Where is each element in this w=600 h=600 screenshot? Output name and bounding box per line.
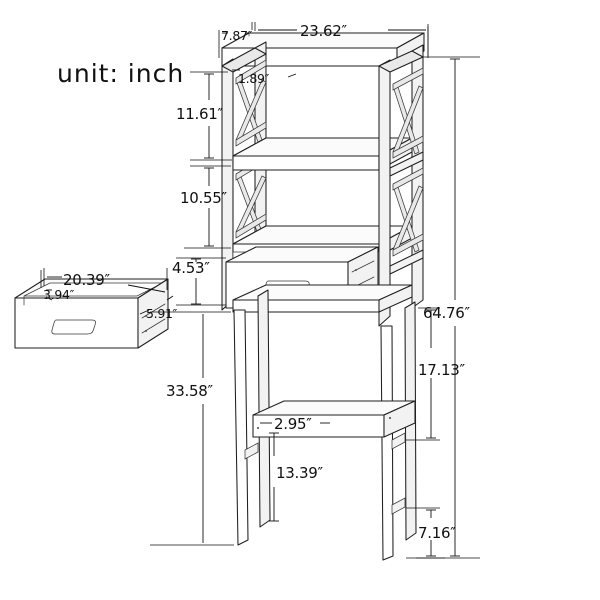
dim-label-brace-to-floor: 13.39″ bbox=[276, 464, 323, 482]
dim-label-drawer-inner-depth: 3.94″ bbox=[43, 287, 75, 302]
dim-label-middle-gap: 10.55″ bbox=[180, 189, 227, 207]
dim-right-upper-span: 17.13″ bbox=[406, 307, 466, 441]
drawer-detail-isometric bbox=[14, 278, 169, 349]
dim-top-thickness: 1.89″ bbox=[232, 69, 297, 86]
dim-brace-width: 2.95″ bbox=[260, 415, 330, 433]
dim-label-overall-height: 64.76″ bbox=[423, 304, 470, 322]
dim-middle-gap: 10.55″ bbox=[180, 165, 231, 249]
dim-label-right-lower-span: 7.16″ bbox=[418, 524, 456, 542]
dim-label-drawer-length: 20.39″ bbox=[63, 271, 110, 289]
dim-label-drawer-outer-depth: 5.91″ bbox=[146, 306, 178, 321]
dim-label-top-thickness: 1.89″ bbox=[238, 71, 270, 86]
x-brace-lower-right bbox=[392, 167, 424, 257]
dim-top-depth: 7.87″ bbox=[218, 22, 253, 58]
dim-label-brace-width: 2.95″ bbox=[274, 415, 312, 433]
dim-drawer-inner-depth: 3.94″ bbox=[40, 270, 75, 302]
unit-note: unit: inch bbox=[57, 59, 184, 88]
dim-label-lower-open-height: 33.58″ bbox=[166, 382, 213, 400]
lower-cross-brace bbox=[252, 400, 416, 438]
dim-label-right-upper-span: 17.13″ bbox=[418, 361, 465, 379]
dim-drawer-length: 20.39″ bbox=[43, 268, 168, 293]
dim-label-drawer-height: 4.53″ bbox=[172, 259, 210, 277]
dim-right-lower-span: 7.16″ bbox=[406, 507, 456, 559]
legs bbox=[233, 289, 417, 561]
dim-drawer-height: 4.53″ bbox=[172, 257, 226, 306]
dim-label-upper-gap: 11.61″ bbox=[176, 105, 223, 123]
drawer-detail-handle bbox=[51, 319, 96, 335]
right-side-panel bbox=[378, 44, 424, 327]
dim-label-top-width: 23.62″ bbox=[300, 22, 347, 40]
dim-label-top-depth: 7.87″ bbox=[221, 28, 253, 43]
dim-upper-gap: 11.61″ bbox=[176, 71, 232, 161]
drawer-assembly bbox=[225, 246, 413, 313]
dim-brace-to-floor: 13.39″ bbox=[269, 432, 324, 522]
dim-overall-height: 64.76″ bbox=[416, 26, 480, 559]
dim-lower-open-height: 33.58″ bbox=[150, 311, 234, 546]
main-assembly-isometric bbox=[221, 32, 425, 561]
x-brace-upper-left bbox=[235, 59, 267, 147]
x-brace-upper-right bbox=[392, 67, 424, 159]
dim-drawer-outer-depth: 5.91″ bbox=[139, 295, 178, 321]
